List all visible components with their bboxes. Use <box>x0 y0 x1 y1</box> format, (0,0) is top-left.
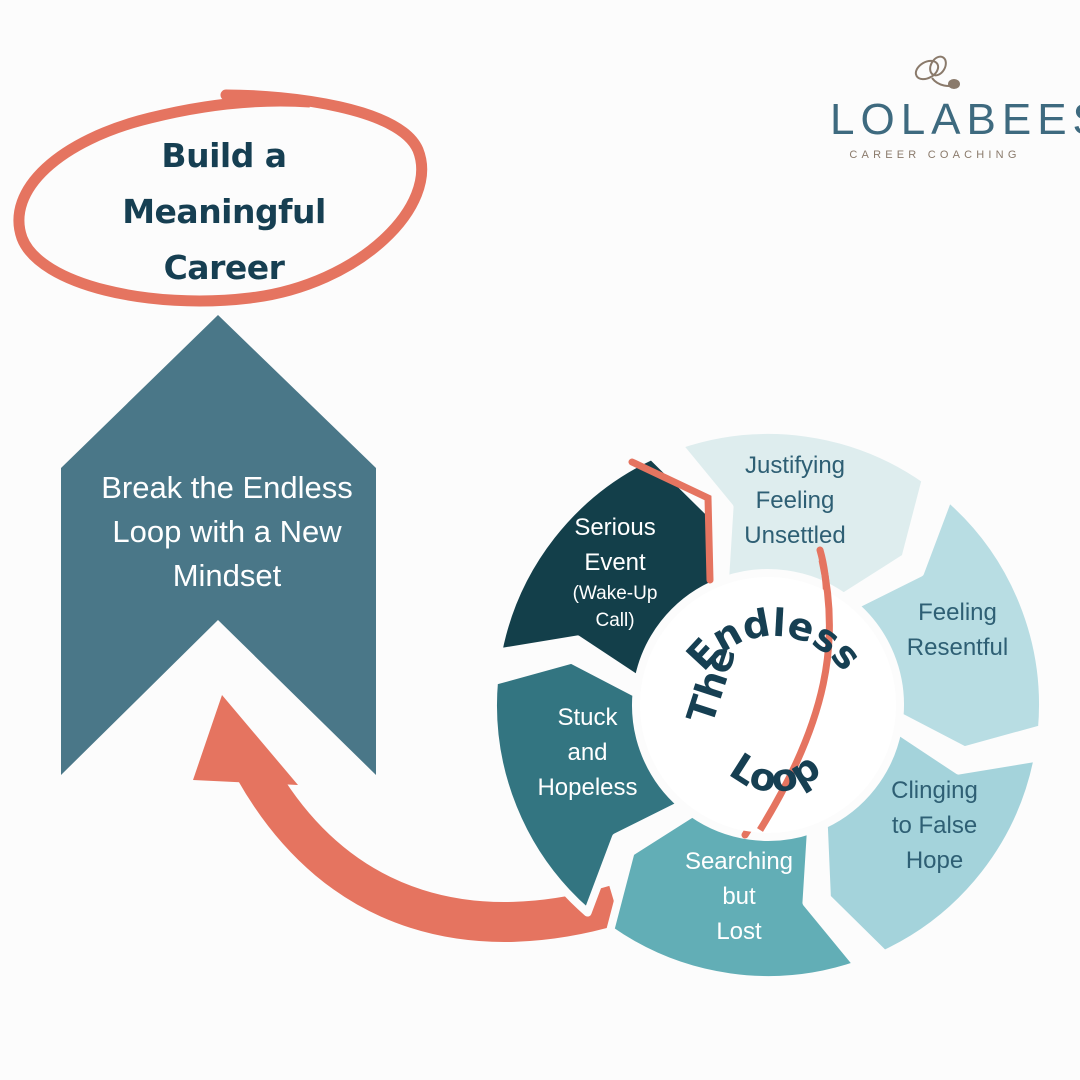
loop-swirl-inner <box>757 559 833 832</box>
loop-segment-stuck <box>489 655 686 917</box>
bee-logo-icon <box>914 55 960 89</box>
loop-segment-justifying <box>674 426 930 601</box>
return-arrow-curve <box>237 760 621 942</box>
loop-segment-clinging <box>819 726 1042 959</box>
loop-segment-serious <box>494 451 717 684</box>
return-arrow-head <box>193 695 298 785</box>
up-arrow-shape <box>61 315 376 775</box>
loop-segment-searching <box>606 809 862 984</box>
loop-segment-resentful <box>850 493 1047 755</box>
goal-circle-scribble <box>13 89 428 307</box>
loop-ring <box>489 426 1047 984</box>
